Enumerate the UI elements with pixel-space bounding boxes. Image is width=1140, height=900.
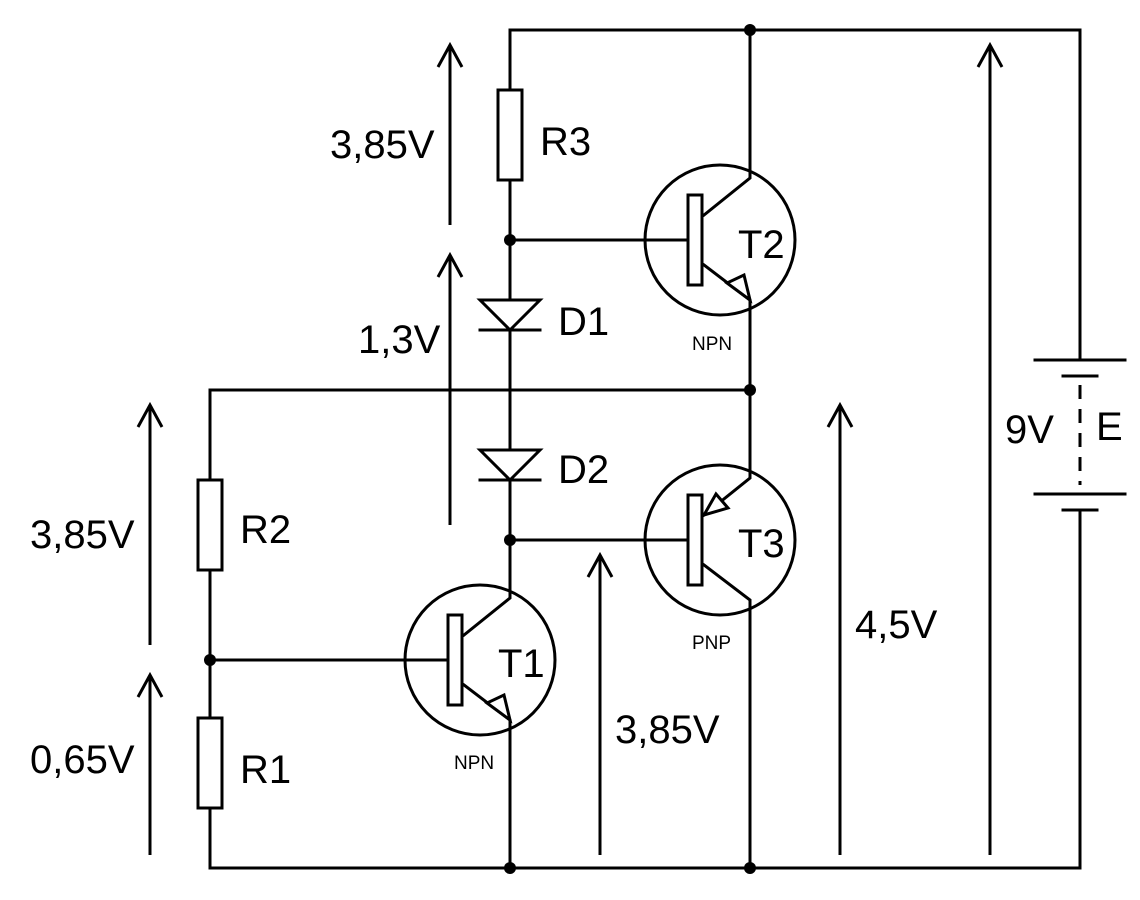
transistor-t1 (208, 538, 557, 870)
type-t1: NPN (454, 753, 494, 774)
arrow-r2-voltage (136, 401, 164, 645)
resistor-r2 (196, 478, 224, 572)
label-t2: T2 (738, 223, 785, 267)
arrow-r1-voltage (136, 671, 164, 855)
top-rail (508, 28, 1082, 362)
resistor-r3 (496, 88, 524, 182)
arrow-t3-base-voltage (586, 551, 614, 855)
label-r2: R2 (240, 508, 291, 552)
label-r1: R1 (240, 748, 291, 792)
arrow-supply-voltage (976, 41, 1004, 855)
label-battery-e: E (1096, 405, 1123, 449)
voltage-supply: 9V (1005, 408, 1054, 452)
bottom-rail (208, 508, 1082, 870)
type-t3: PNP (692, 633, 731, 654)
transistor-t3 (508, 388, 797, 870)
label-t3: T3 (738, 522, 785, 566)
type-t2: NPN (692, 334, 732, 355)
diode-d1 (476, 298, 544, 333)
label-d2: D2 (558, 448, 609, 492)
diode-d2 (476, 448, 544, 483)
junction-dots (204, 24, 756, 874)
label-d1: D1 (558, 300, 609, 344)
voltage-t3-base: 3,85V (615, 708, 720, 752)
voltage-r2: 3,85V (30, 513, 135, 557)
battery-e (1030, 358, 1130, 512)
voltage-mid: 4,5V (855, 603, 938, 647)
resistor-r1 (196, 716, 224, 810)
label-r3: R3 (540, 120, 591, 164)
label-t1: T1 (498, 642, 545, 686)
arrow-r3-voltage (436, 41, 464, 225)
transistor-t2 (508, 28, 797, 392)
voltage-r1: 0,65V (30, 738, 135, 782)
voltage-d1-d2: 1,3V (358, 318, 441, 362)
voltage-r3: 3,85V (330, 123, 435, 167)
arrow-mid-voltage (826, 401, 854, 855)
arrow-d1-d2-voltage (436, 251, 464, 525)
voltage-arrows (136, 41, 1004, 855)
